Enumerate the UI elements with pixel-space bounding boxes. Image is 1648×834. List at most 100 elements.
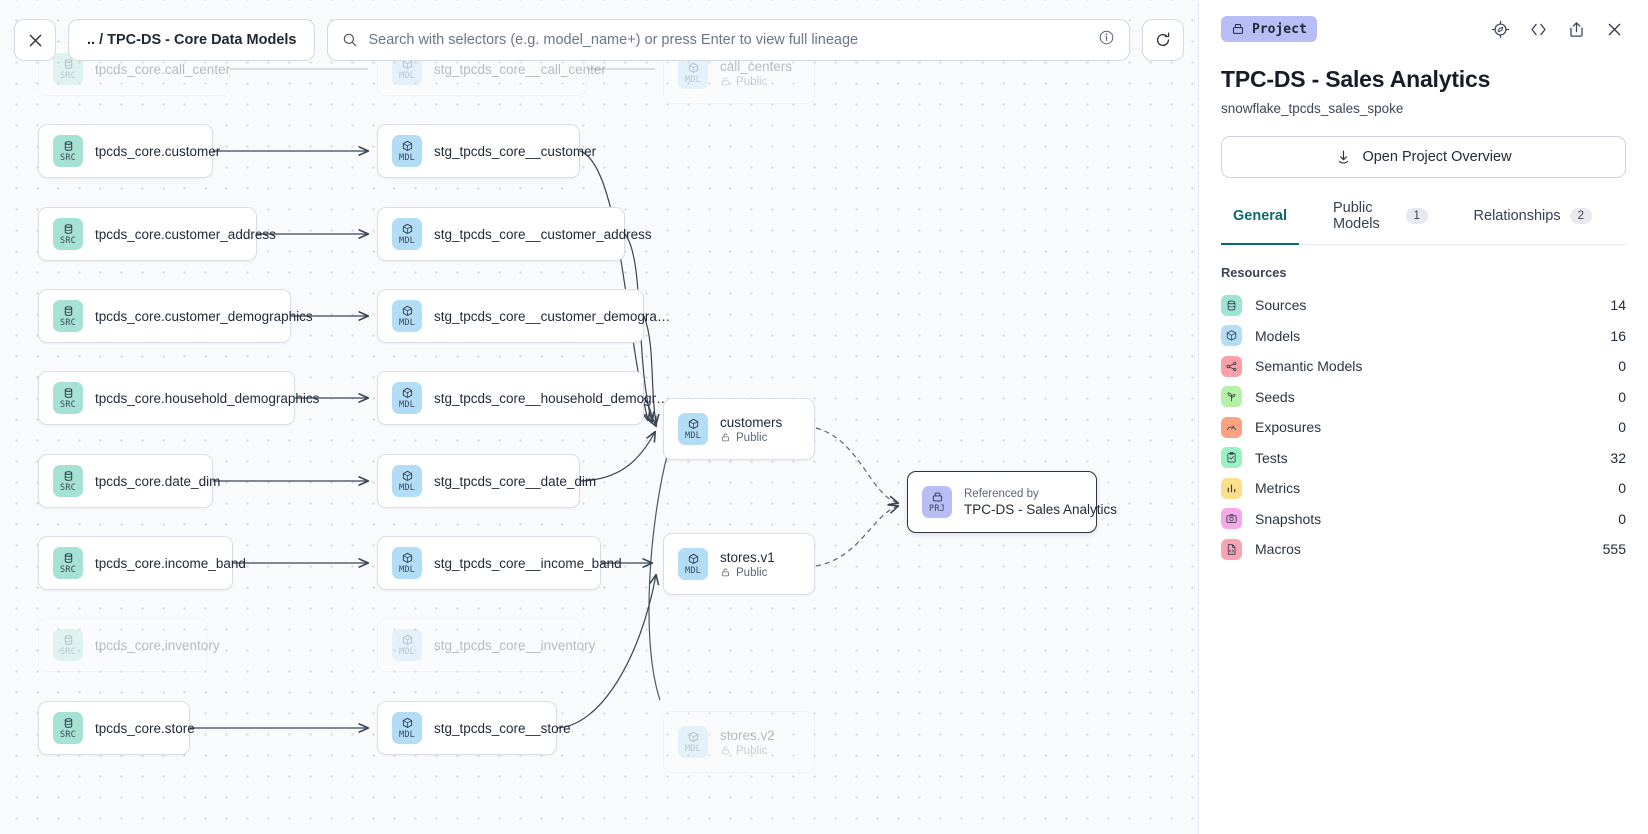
explore-compass-button[interactable] <box>1486 15 1514 43</box>
clipboard-check-icon <box>1221 447 1242 469</box>
node-label: stg_tpcds_core__household_demogr… <box>434 390 670 406</box>
resources-heading: Resources <box>1221 265 1287 280</box>
info-circle-icon[interactable] <box>1098 29 1115 51</box>
node-type-badge-src: SRC <box>53 53 83 85</box>
node-type-badge-mdl: MDL <box>678 726 708 758</box>
lock-icon <box>722 746 729 755</box>
node-visibility: Public <box>720 76 792 88</box>
node-type-badge-src: SRC <box>53 712 83 744</box>
resource-count: 16 <box>1610 327 1626 344</box>
node-label: stg_tpcds_core__income_band <box>434 555 622 571</box>
refresh-button[interactable] <box>1142 19 1184 61</box>
node-label: stg_tpcds_core__call_center <box>434 61 606 77</box>
project-overview-icon <box>1339 150 1349 164</box>
node-type-badge-prj: PRJ <box>922 486 952 518</box>
resource-name: Sources <box>1255 297 1307 314</box>
code-brackets-icon <box>1530 23 1546 35</box>
page-title: TPC-DS - Sales Analytics <box>1221 66 1491 92</box>
lineage-node[interactable]: MDL stg_tpcds_core__household_demogr… <box>377 371 670 425</box>
node-label: tpcds_core.income_band <box>95 555 246 571</box>
search-icon <box>344 33 357 47</box>
close-lineage-button[interactable] <box>14 19 56 61</box>
file-code-icon <box>1221 538 1242 560</box>
gauge-icon <box>1221 416 1242 438</box>
search-input[interactable] <box>368 32 1088 48</box>
node-type-badge-mdl: MDL <box>392 300 422 332</box>
close-icon <box>1608 23 1620 35</box>
tab-relationships[interactable]: Relationships 2 <box>1462 200 1604 245</box>
node-type-badge-mdl: MDL <box>678 548 708 580</box>
project-type-chip[interactable]: Project <box>1221 16 1317 42</box>
lineage-node[interactable]: SRC tpcds_core.customer_address <box>38 207 276 261</box>
tab-general[interactable]: General <box>1221 200 1299 245</box>
close-panel-button[interactable] <box>1600 15 1628 43</box>
lineage-node[interactable]: MDL stg_tpcds_core__date_dim <box>377 454 596 508</box>
lineage-node[interactable]: MDL stg_tpcds_core__store <box>377 701 571 755</box>
project-box-icon <box>1232 24 1244 34</box>
resource-count: 14 <box>1610 297 1626 314</box>
node-type-badge-src: SRC <box>53 218 83 250</box>
node-label: tpcds_core.household_demographics <box>95 390 320 406</box>
node-type-badge-mdl: MDL <box>392 465 422 497</box>
bar-chart-icon <box>1221 477 1242 499</box>
node-type-badge-src: SRC <box>53 547 83 579</box>
lock-icon <box>722 77 729 86</box>
resource-count: 0 <box>1618 358 1626 375</box>
node-label: stg_tpcds_core__date_dim <box>434 473 597 489</box>
refresh-icon <box>1156 32 1170 47</box>
node-label: tpcds_core.inventory <box>95 637 220 653</box>
breadcrumb[interactable]: .. / TPC-DS - Core Data Models <box>68 19 316 61</box>
resource-name: Macros <box>1255 541 1301 558</box>
search-bar[interactable] <box>327 19 1130 61</box>
tab-label: Relationships <box>1473 208 1561 224</box>
lock-icon <box>722 433 729 442</box>
close-icon <box>29 34 41 46</box>
resource-name: Metrics <box>1255 480 1301 497</box>
node-type-badge-src: SRC <box>53 465 83 497</box>
tab-count: 2 <box>1569 208 1592 224</box>
lineage-node[interactable]: SRC tpcds_core.income_band <box>38 536 246 590</box>
share-button[interactable] <box>1562 15 1590 43</box>
cube-icon <box>1221 325 1242 347</box>
node-label: tpcds_core.customer_address <box>95 226 276 242</box>
resource-row[interactable]: Sources 14 <box>1221 290 1626 321</box>
open-project-overview-button[interactable]: Open Project Overview <box>1221 136 1626 178</box>
share-icon <box>1569 21 1583 37</box>
node-type-badge-mdl: MDL <box>678 57 708 89</box>
node-type-badge-mdl: MDL <box>392 712 422 744</box>
node-type-badge-mdl: MDL <box>392 629 422 661</box>
node-label: stg_tpcds_core__store <box>434 720 571 736</box>
node-type-badge-mdl: MDL <box>392 382 422 414</box>
node-type-badge-mdl: MDL <box>392 218 422 250</box>
view-code-button[interactable] <box>1524 15 1552 43</box>
